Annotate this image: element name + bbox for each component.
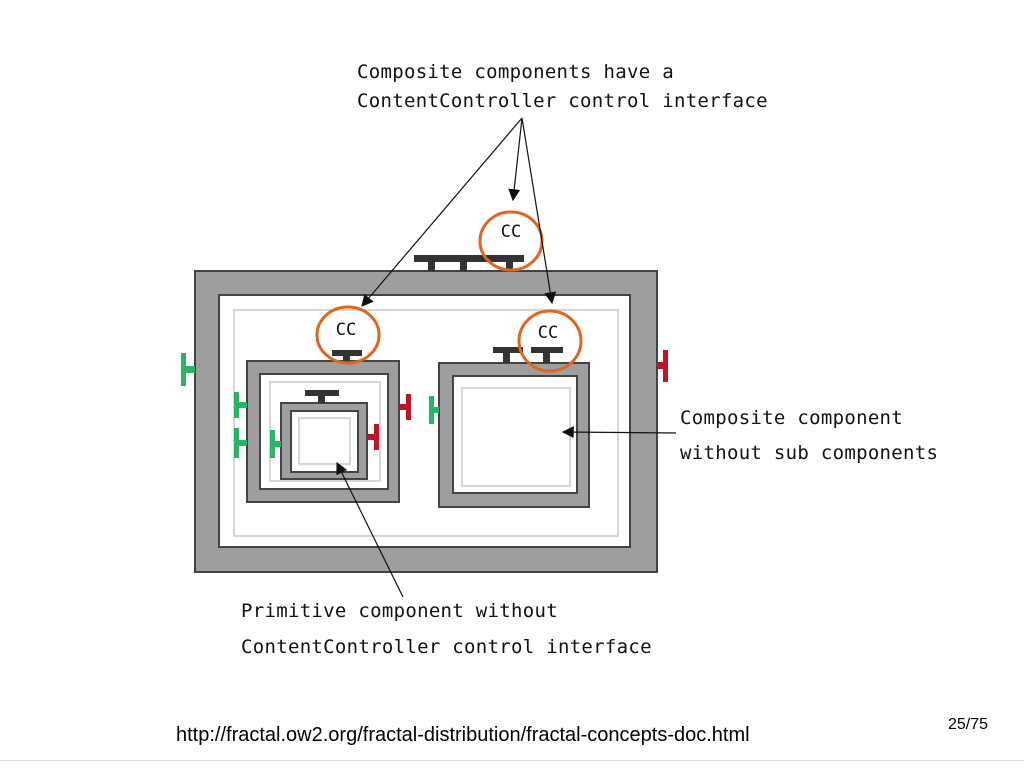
primitive-control-interface — [305, 390, 339, 403]
control-interface-stub — [460, 255, 467, 271]
cc-label: CC — [538, 323, 558, 343]
annotation-right-line1: Composite component — [680, 407, 903, 429]
outer-client-interface — [657, 350, 668, 382]
bottom-divider — [0, 760, 1024, 761]
control-interface-stub — [506, 255, 513, 271]
outer-content-inner-line — [233, 309, 619, 537]
primitive-component — [280, 402, 368, 480]
primitive-content — [290, 410, 359, 473]
arrow-to-left-cc — [361, 117, 523, 307]
primitive-client-interface — [367, 424, 379, 450]
annotation-top-line2: ContentController control interface — [357, 90, 768, 112]
cc-label: CC — [501, 222, 521, 242]
control-interface-stub — [428, 255, 435, 271]
annotation-bottom-line1: Primitive component without — [241, 600, 558, 622]
left-client-interface — [399, 394, 411, 420]
control-interface-bar — [414, 255, 524, 262]
arrow-to-top-cc — [508, 117, 523, 202]
right-control-interfaces — [493, 347, 563, 363]
right-content — [452, 375, 578, 494]
arrows — [336, 117, 677, 598]
arrow-to-right-cc — [521, 117, 557, 305]
source-url[interactable]: http://fractal.ow2.org/fractal-distribut… — [176, 724, 750, 746]
annotation-bottom-line2: ContentController control interface — [241, 636, 652, 658]
left-control-interface — [332, 350, 362, 361]
right-server-interface — [429, 396, 439, 424]
right-composite-component — [438, 362, 590, 508]
annotation-right-line2: without sub components — [680, 442, 938, 464]
cc-label: CC — [336, 320, 356, 340]
cc-circle-right: CC — [517, 309, 583, 373]
cc-circle-left: CC — [315, 305, 381, 365]
annotation-top-line1: Composite components have a — [357, 61, 674, 83]
outer-control-interfaces — [414, 255, 524, 271]
page-number: 25/75 — [948, 716, 989, 733]
arrow-to-right-component — [561, 426, 677, 439]
left-server-interface-2 — [234, 428, 247, 458]
arrow-to-primitive — [336, 461, 404, 598]
primitive-content-inner-line — [298, 417, 351, 465]
outer-server-interface — [181, 353, 195, 386]
primitive-server-interface — [270, 430, 281, 458]
left-server-interface-1 — [234, 392, 247, 418]
